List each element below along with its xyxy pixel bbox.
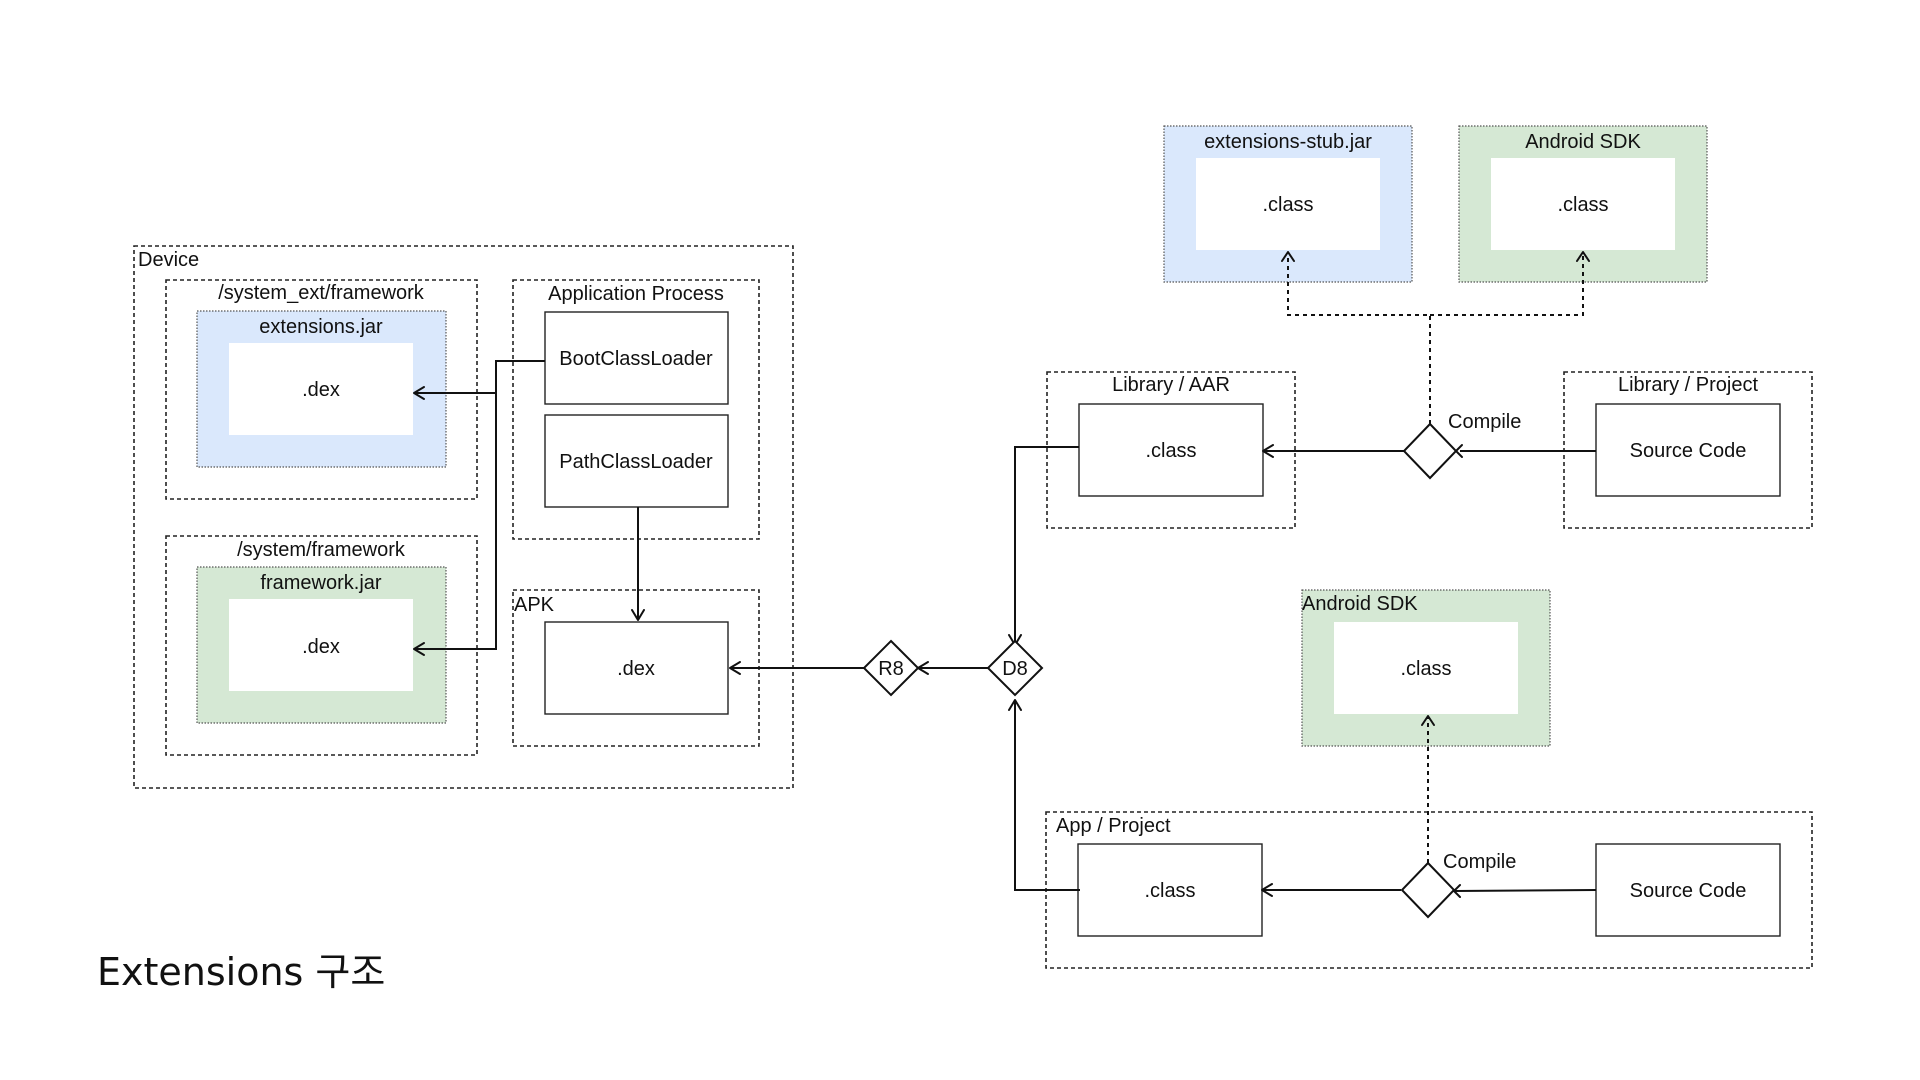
app-class-to-d8-connector [1014,700,1080,891]
arrowhead-framework-dex [413,642,425,656]
compile-top-node[interactable]: Compile [1402,411,1521,480]
framework-jar-label: framework.jar [260,572,381,594]
android-sdk-bottom-group: Android SDK .class [1301,589,1551,747]
boot-class-loader-box[interactable] [544,311,729,405]
system-ext-framework-group: /system_ext/framework extensions.jar .de… [165,279,478,500]
apk-group: APK .dex [512,589,760,747]
android-sdk-bottom-class-box[interactable] [1334,622,1518,714]
extensions-dex-label: .dex [302,379,340,401]
compile-bottom-diamond[interactable] [1400,861,1456,919]
r8-node[interactable]: R8 [862,639,920,697]
extensions-stub-jar-label: extensions-stub.jar [1204,131,1372,153]
library-project-label: Library / Project [1618,374,1758,396]
extensions-stub-jar-group: extensions-stub.jar .class [1163,125,1413,283]
android-sdk-top-label: Android SDK [1525,131,1641,153]
app-source-code-box[interactable] [1595,843,1781,937]
library-project-group: Library / Project Source Code [1563,371,1813,529]
compile-top-diamond[interactable] [1402,422,1458,480]
apk-dex-label: .dex [617,658,655,680]
connectors [413,251,1597,898]
android-sdk-bottom-label: Android SDK [1302,593,1418,615]
compile-top-label: Compile [1448,411,1521,433]
boot-to-framework-connector [414,393,497,650]
arrowhead-extensions-dex [413,386,425,400]
compile-bottom-node[interactable]: Compile [1400,851,1516,919]
extensions-stub-class-box[interactable] [1196,158,1380,250]
arrowhead-d8-bottom [1008,699,1022,711]
system-framework-label: /system/framework [237,539,406,561]
device-group: Device /system_ext/framework extensions.… [133,245,794,789]
library-aar-class-label: .class [1145,440,1196,462]
application-process-boundary [512,279,760,540]
d8-node[interactable]: D8 [986,639,1044,697]
framework-dex-label: .dex [302,636,340,658]
r8-label: R8 [878,658,904,680]
boot-class-loader-label: BootClassLoader [559,348,713,370]
app-source-to-compile-connector [1453,889,1597,892]
arrowhead-app-class [1261,883,1273,897]
app-project-group: App / Project .class Source Code [1045,811,1813,969]
framework-dex-box[interactable] [229,599,413,691]
r8-diamond[interactable] [862,639,920,697]
app-project-label: App / Project [1056,815,1171,837]
application-process-label: Application Process [548,283,724,305]
android-sdk-top-class-box[interactable] [1491,158,1675,250]
compile-bottom-label: Compile [1443,851,1516,873]
app-class-box[interactable] [1077,843,1263,937]
android-sdk-top-class-label: .class [1557,194,1608,216]
app-source-code-label: Source Code [1630,880,1747,902]
system-framework-boundary [165,535,478,756]
library-source-code-label: Source Code [1630,440,1747,462]
extensions-jar-label: extensions.jar [259,316,383,338]
apk-dex-box[interactable] [544,621,729,715]
device-label: Device [138,249,199,271]
d8-label: D8 [1002,658,1028,680]
compile-to-extensions-stub-connector [1287,252,1431,424]
device-boundary [133,245,794,789]
system-ext-framework-label: /system_ext/framework [218,282,425,304]
library-class-to-d8-connector [1014,446,1079,645]
system-ext-framework-boundary [165,279,478,500]
extensions-stub-class-label: .class [1262,194,1313,216]
path-class-loader-label: PathClassLoader [559,451,713,473]
arrowhead-extensions-stub [1281,251,1295,262]
arrowhead-android-sdk-bottom [1421,715,1435,726]
d8-diamond[interactable] [986,639,1044,697]
arrowhead-android-sdk-top [1576,251,1590,262]
library-source-code-box[interactable] [1595,403,1781,497]
system-framework-group: /system/framework framework.jar .dex [165,535,478,756]
diagram-title: Extensions 구조 [97,950,385,994]
library-aar-label: Library / AAR [1112,374,1230,396]
path-class-loader-box[interactable] [544,414,729,508]
library-aar-group: Library / AAR .class [1046,371,1296,529]
arrowhead-library-class [1262,444,1274,458]
arrowhead-apk-dex-top [631,609,645,621]
android-sdk-bottom-class-label: .class [1400,658,1451,680]
compile-to-android-sdk-top-connector [1430,252,1584,316]
application-process-group: Application Process BootClassLoader Path… [512,279,760,540]
extensions-dex-box[interactable] [229,343,413,435]
app-class-label: .class [1144,880,1195,902]
arrowhead-apk-dex-right [729,661,741,675]
boot-to-extensions-connector [414,360,545,394]
apk-label: APK [514,594,555,616]
